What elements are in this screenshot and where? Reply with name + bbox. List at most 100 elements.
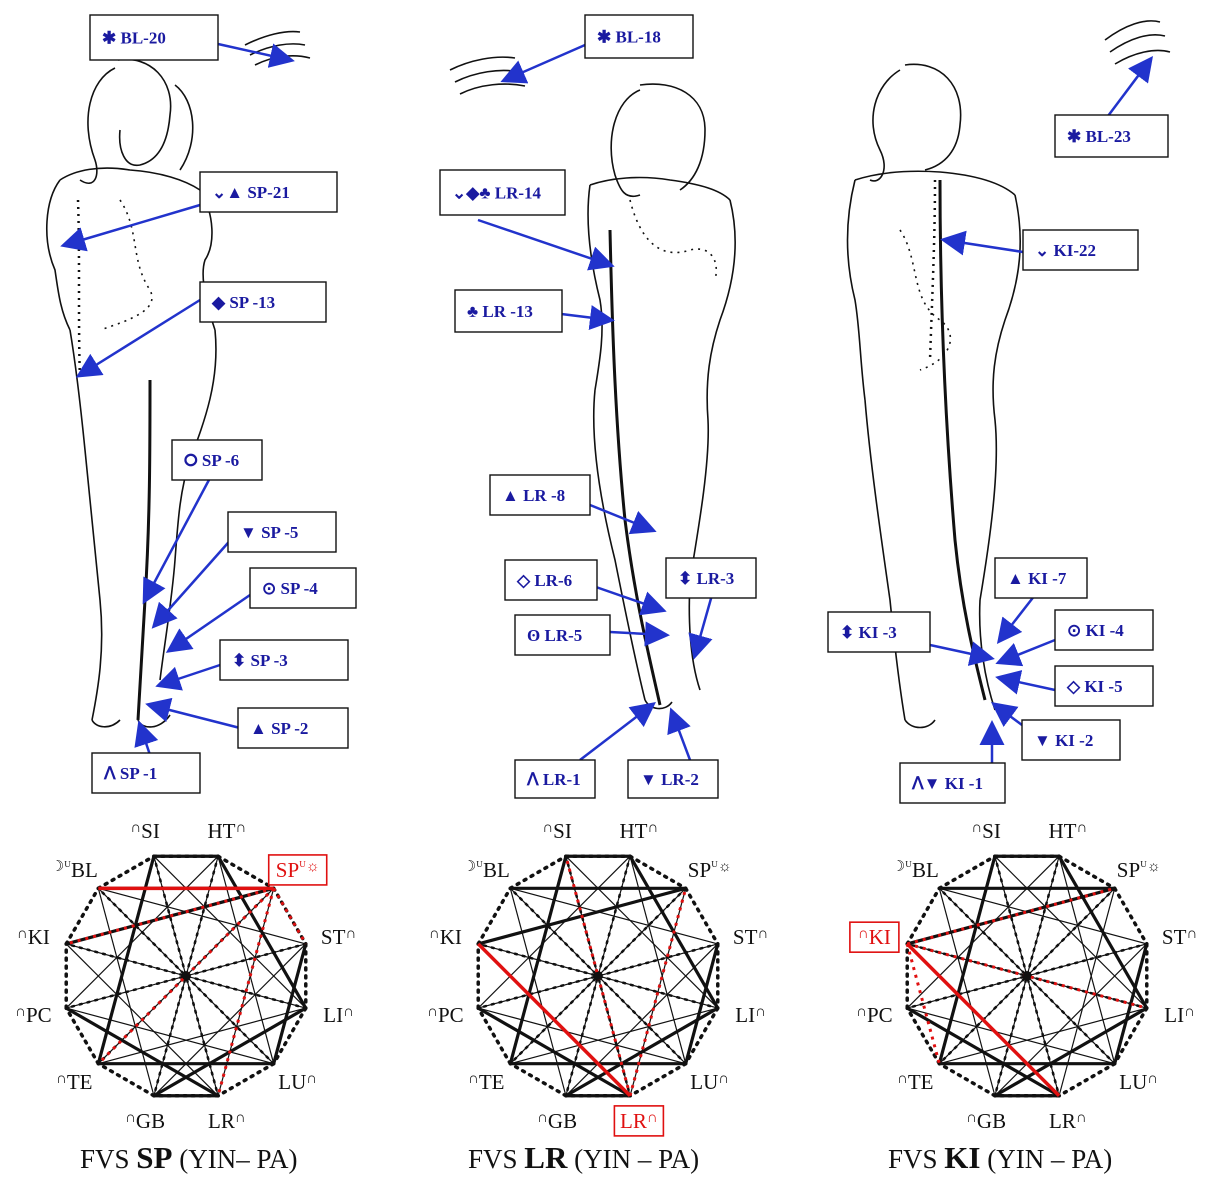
- node-ht: HT∩: [619, 819, 658, 843]
- label-text: ✱ BL-23: [1067, 127, 1131, 146]
- label-code: LR-3: [697, 569, 735, 588]
- perimeter-edge: [96, 854, 156, 891]
- label-text: ✱ BL-20: [102, 29, 166, 48]
- label-text: ▼ KI -2: [1034, 731, 1093, 750]
- label-symbol-icon: ⌄◆♣: [452, 184, 495, 203]
- perimeter-edge: [1112, 886, 1149, 946]
- label-code: SP -2: [271, 719, 308, 738]
- node-bl: ☽ᵁBL: [51, 858, 98, 882]
- label-text: ✱ BL-18: [597, 28, 661, 47]
- label-text: ⌄ KI-22: [1035, 241, 1096, 260]
- label-code: SP -5: [261, 523, 298, 542]
- label-lr-14: ⌄◆♣ LR-14: [439, 169, 566, 216]
- caption-prefix: FVS: [80, 1144, 130, 1174]
- label-lr-3: ⬍ LR-3: [665, 557, 757, 599]
- label-code: BL-18: [616, 28, 661, 47]
- label-code: LR-14: [495, 184, 542, 203]
- node-pc: ∩PC: [15, 1003, 52, 1027]
- caption-code: LR: [524, 1140, 568, 1175]
- label-symbol-icon: ✱: [102, 29, 121, 48]
- label-text: ◆ SP -13: [211, 293, 275, 312]
- label-lr-8: ▲ LR -8: [489, 474, 591, 516]
- label-symbol-icon: ⊙: [262, 579, 281, 598]
- label-symbol-icon: ▼: [1034, 731, 1055, 750]
- chord-strong: [1113, 943, 1149, 1065]
- label-text: ᐱ▼ KI -1: [911, 774, 983, 793]
- label-symbol-icon: ◇: [1066, 677, 1084, 696]
- label-code: KI -4: [1086, 621, 1125, 640]
- node-st: ST∩: [733, 925, 768, 949]
- relation-line: [906, 886, 1116, 946]
- label-symbol-icon: ᐱ▼: [911, 774, 945, 793]
- center-dot: [594, 972, 602, 980]
- label-code: LR -8: [523, 486, 565, 505]
- label-bl-23: ✱ BL-23: [1054, 114, 1169, 158]
- label-text: ▲ LR -8: [502, 486, 565, 505]
- label-code: KI -2: [1055, 731, 1093, 750]
- label-text: ᐱ LR-1: [526, 770, 581, 789]
- label-code: KI -7: [1028, 569, 1067, 588]
- node-gb: ∩GB: [966, 1109, 1006, 1133]
- perimeter-edge: [476, 886, 513, 946]
- label-code: KI -3: [859, 623, 897, 642]
- caption-ki: FVS KI (YIN – PA): [888, 1140, 1112, 1176]
- caption-code: KI: [944, 1140, 981, 1175]
- label-lr-5: ʘ LR-5: [514, 614, 611, 656]
- caption-prefix: FVS: [888, 1144, 938, 1174]
- chord-strong: [216, 855, 308, 1009]
- label-text: ⊙ KI -4: [1067, 621, 1124, 640]
- label-code: LR-1: [543, 770, 581, 789]
- chord-strong: [1057, 855, 1149, 1009]
- caption-code: SP: [136, 1140, 173, 1175]
- relation-line: [272, 887, 308, 945]
- label-code: SP -4: [281, 579, 319, 598]
- label-code: SP-21: [247, 183, 290, 202]
- label-symbol-icon: ᐱ: [526, 770, 543, 789]
- perimeter-edge: [64, 886, 101, 946]
- node-lr: LR∩: [208, 1109, 246, 1133]
- label-ki-2: ▼ KI -2: [1021, 719, 1121, 761]
- node-ki: ∩KI: [17, 925, 50, 949]
- label-symbol-icon: ʘ: [527, 626, 544, 645]
- label-symbol-icon: ⬍: [232, 651, 251, 670]
- leader-arrows: [60, 42, 1153, 765]
- node-te: ∩TE: [468, 1070, 505, 1094]
- label-symbol-icon: ◆: [211, 293, 229, 312]
- label-code: SP -13: [229, 293, 275, 312]
- node-ht: HT∩: [1048, 819, 1087, 843]
- chord-strong: [477, 1006, 631, 1098]
- body-sketch-sp: [46, 30, 311, 728]
- label-lr-6: ◇ LR-6: [504, 559, 598, 601]
- label-code: LR-2: [661, 770, 699, 789]
- node-sp: SPᵁ☼: [688, 858, 732, 882]
- chord-strong: [994, 1006, 1148, 1098]
- node-lu: LU∩: [1119, 1070, 1158, 1094]
- label-sp-4: ⊙ SP -4: [249, 567, 357, 609]
- perimeter-edge: [1057, 1061, 1117, 1098]
- node-li: LI∩: [323, 1003, 354, 1027]
- label-text: ⊙ SP -4: [262, 579, 318, 598]
- label-text: ⭘ SP -6: [184, 451, 239, 470]
- perimeter-edge: [508, 854, 568, 891]
- node-ht: HT∩: [207, 819, 246, 843]
- relation-line: [564, 855, 632, 1097]
- label-code: SP -1: [120, 764, 157, 783]
- perimeter-edge: [937, 854, 997, 891]
- label-symbol-icon: ✱: [1067, 127, 1086, 146]
- node-st: ST∩: [1162, 925, 1197, 949]
- label-symbol-icon: ⬍: [840, 623, 859, 642]
- label-lr-2: ▼ LR-2: [627, 759, 719, 799]
- label-code: SP -6: [202, 451, 239, 470]
- label-code: SP -3: [251, 651, 288, 670]
- label-code: KI -5: [1084, 677, 1122, 696]
- node-sp: SPᵁ☼: [1117, 858, 1161, 882]
- perimeter-edge: [905, 1006, 942, 1066]
- highlight-box: [849, 921, 900, 953]
- node-bl: ☽ᵁBL: [892, 858, 939, 882]
- label-bl-18: ✱ BL-18: [584, 14, 694, 59]
- chord-strong: [96, 855, 156, 1065]
- label-ki-5: ◇ KI -5: [1054, 665, 1154, 707]
- label-code: LR-6: [534, 571, 572, 590]
